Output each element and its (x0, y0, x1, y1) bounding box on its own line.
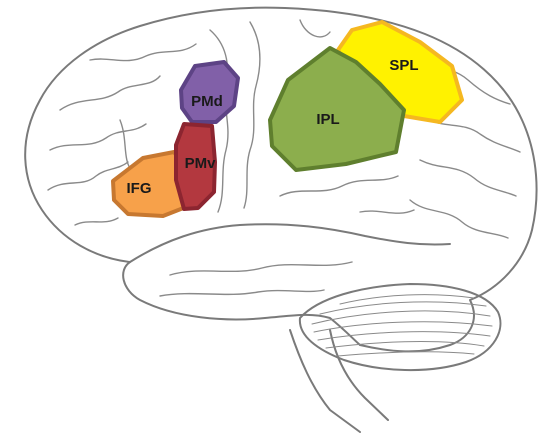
regions: SPL IPL PMd PMv IFG (111, 20, 464, 218)
spl-label: SPL (389, 57, 418, 74)
brain-outline (24, 6, 538, 433)
ifg-label: IFG (127, 180, 152, 197)
sulci (47, 19, 521, 297)
ipl-region (268, 46, 406, 172)
pmd-label: PMd (191, 93, 223, 110)
pmv-label: PMv (185, 155, 217, 172)
cerebellum (298, 283, 502, 371)
brainstem-contour (289, 329, 361, 433)
cerebrum-contour (24, 6, 538, 353)
ipl-label: IPL (316, 111, 339, 128)
pmd-region (179, 60, 240, 124)
pmv-region (174, 122, 217, 211)
lateral-fissure (129, 223, 451, 263)
cerebellum-contour (298, 283, 502, 371)
temporal-contour (122, 261, 361, 346)
